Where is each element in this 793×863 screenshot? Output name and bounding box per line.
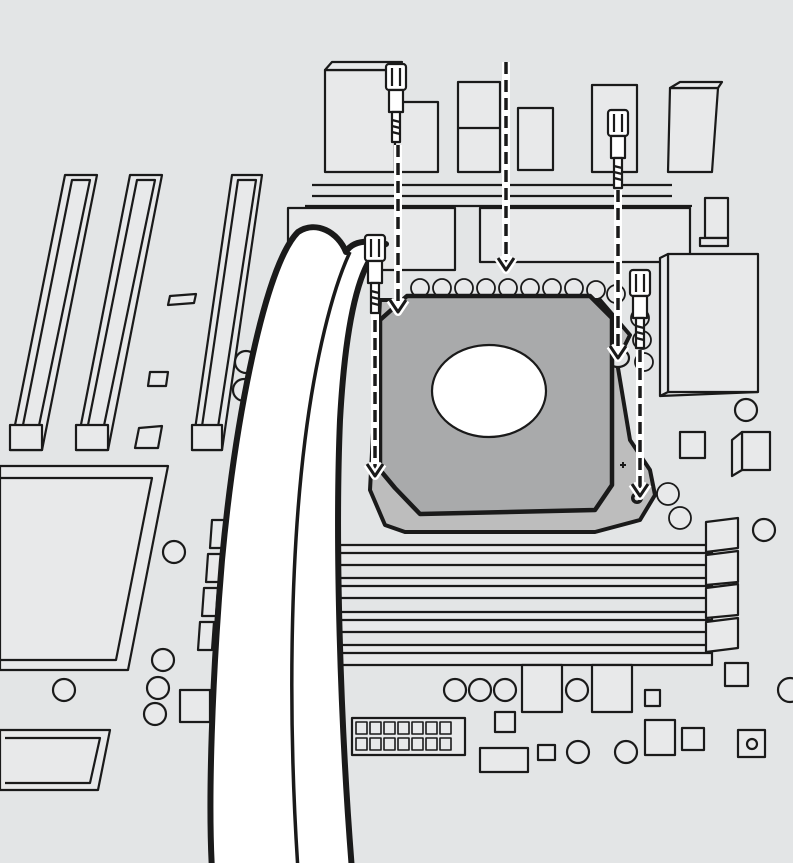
thumb-screw-icon	[628, 268, 652, 350]
dashed-down-arrow-icon	[606, 190, 630, 362]
pump-head	[377, 293, 615, 517]
coolant-tubes	[207, 224, 389, 863]
install-direction-arrows	[363, 62, 652, 500]
thumb-screw-icon	[384, 62, 408, 144]
dashed-down-arrow-icon	[363, 302, 387, 480]
chipset-heatsink	[0, 464, 170, 792]
dashed-down-arrow-icon	[494, 62, 518, 274]
bottom-component-group	[178, 663, 706, 774]
thumb-screw-icon	[363, 233, 387, 315]
dashed-down-arrow-icon	[386, 145, 410, 316]
dashed-down-arrow-icon	[628, 350, 652, 500]
pump-logo-disc	[430, 343, 548, 439]
power-connector-24pin	[350, 716, 467, 757]
ram-slot-group	[196, 516, 740, 667]
thumb-screw-icon	[606, 108, 630, 190]
right-chip-group	[658, 196, 793, 759]
pcie-slot-group	[8, 173, 264, 452]
